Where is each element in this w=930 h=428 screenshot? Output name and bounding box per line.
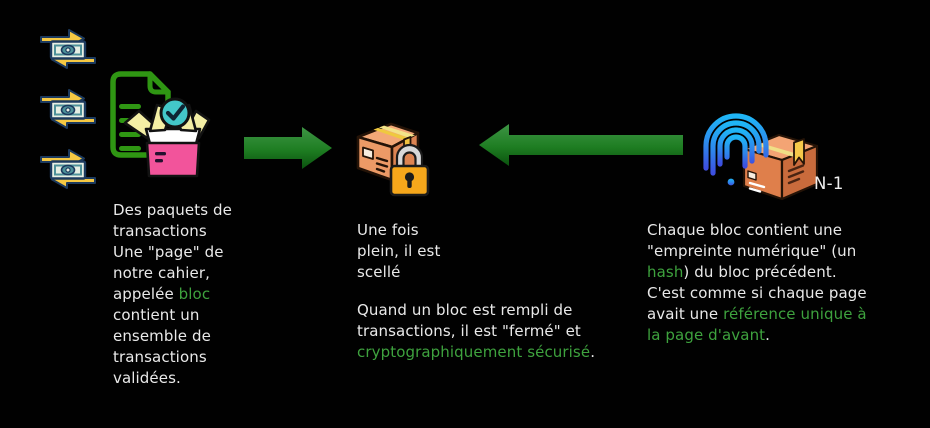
- right-caption-text: Chaque bloc contient une "empreinte numé…: [647, 221, 857, 260]
- left-caption: Des paquets de transactions Une "page" d…: [113, 200, 288, 389]
- block-n1-label: N-1: [814, 174, 844, 193]
- fingerprint-icon: [699, 100, 773, 188]
- left-caption-highlight-bloc: bloc: [178, 285, 211, 303]
- right-caption: Chaque bloc contient une "empreinte numé…: [647, 220, 927, 346]
- right-caption-text-end: .: [765, 326, 771, 344]
- arrow-left-icon: [479, 123, 683, 167]
- middle-caption-secondary: Quand un bloc est rempli de transactions…: [357, 300, 637, 363]
- middle-caption-primary-text: Une fois plein, il est scellé: [357, 221, 441, 281]
- document-validated-box-icon: [106, 68, 212, 184]
- left-caption-text: Des paquets de transactions Une "page" d…: [113, 201, 232, 303]
- middle-caption-highlight-crypto: cryptographiquement sécurisé: [357, 343, 591, 361]
- right-caption-highlight-reference: référence unique à la page d'avant: [647, 305, 867, 344]
- right-caption-highlight-hash: hash: [647, 263, 684, 281]
- sealed-box-lock-icon: [347, 117, 435, 199]
- transaction-icon: [38, 85, 98, 135]
- right-caption-text-mid: ) du bloc précédent. C'est comme si chaq…: [647, 263, 867, 323]
- middle-caption-secondary-text: Quand un bloc est rempli de transactions…: [357, 301, 581, 340]
- transaction-icon: [38, 25, 98, 75]
- transaction-icon: [38, 145, 98, 195]
- middle-caption-primary: Une fois plein, il est scellé: [357, 220, 597, 283]
- arrow-right-icon: [244, 127, 332, 169]
- middle-caption-secondary-end: .: [590, 343, 596, 361]
- left-caption-text-end: contient un ensemble de transactions val…: [113, 306, 211, 387]
